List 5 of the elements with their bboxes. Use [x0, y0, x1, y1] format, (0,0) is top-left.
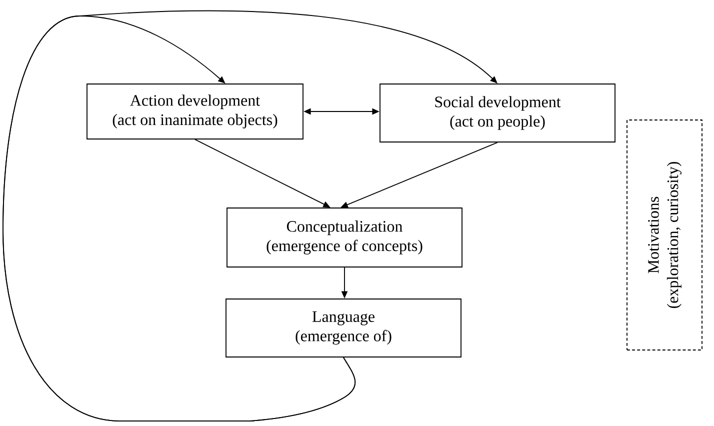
process-box: Language (emergence of)	[226, 298, 462, 358]
process-box: Conceptualization (emergence of concepts)	[226, 208, 462, 268]
dashed-box: Motivations (exploration, curiosity)	[626, 120, 702, 350]
process-box: Action development (act on inanimate objects)	[86, 84, 304, 140]
process-box: Social development (act on people)	[380, 84, 616, 142]
